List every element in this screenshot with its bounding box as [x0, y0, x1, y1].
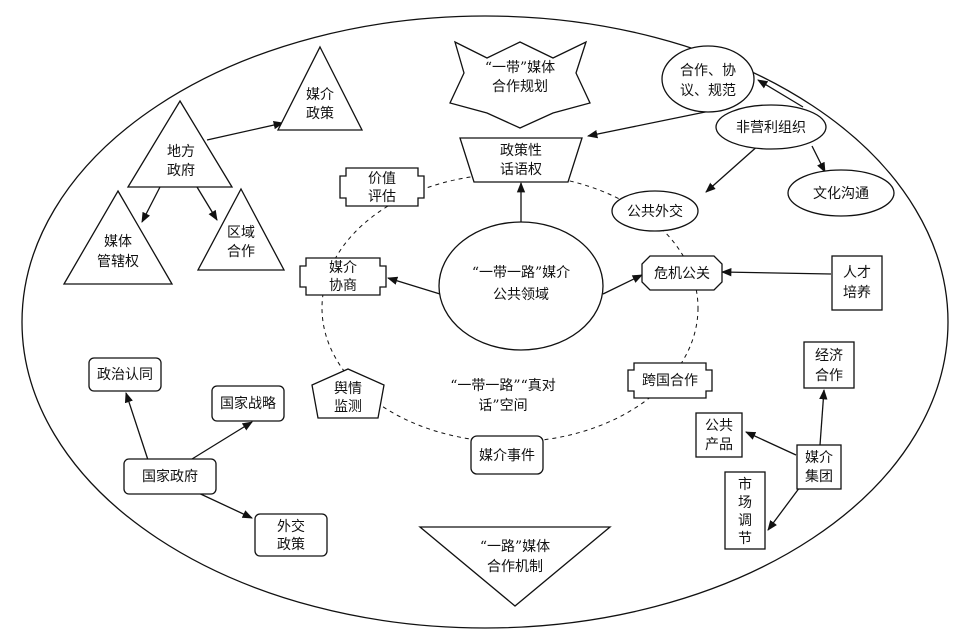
arrow-media-group-to-economic-coop: [819, 388, 828, 446]
market-adjust-char-2: 场: [738, 495, 752, 511]
nonprofit-label: 非营利组织: [736, 120, 806, 136]
core-ellipse: “一带一路”媒介 公共领域: [438, 221, 604, 351]
arrow-media-group-to-market-adjust: [767, 486, 801, 531]
media-policy-triangle: 媒介 政策: [276, 45, 364, 131]
opinion-monitor-pentagon: 舆情 监测: [311, 368, 385, 419]
discourse-line-2: 话语权: [500, 162, 542, 178]
media-jurisdiction-triangle: 媒体 管辖权: [62, 189, 174, 285]
road-mechanism-line-2: 合作机制: [487, 559, 543, 575]
foreign-policy-line-2: 政策: [277, 536, 305, 553]
arrow-national-gov-to-foreign-policy: [191, 489, 253, 519]
culture-comm-ellipse: 文化沟通: [787, 169, 895, 217]
arrow-local-gov-to-media-jurisdiction: [141, 186, 161, 223]
foreign-policy-box: 外交 政策: [254, 513, 328, 557]
nonprofit-ellipse: 非营利组织: [715, 104, 827, 150]
arrow-local-gov-to-media-policy: [206, 120, 285, 141]
crisis-pr-label: 危机公关: [654, 266, 710, 282]
opinion-monitor-line-1: 舆情: [334, 381, 362, 397]
national-strategy-label: 国家战略: [220, 395, 276, 412]
cross-coop-label: 跨国合作: [642, 373, 698, 389]
road-mechanism-triangle: “一路”媒体 合作机制: [418, 526, 612, 607]
arrow-local-gov-to-regional-coop: [196, 186, 218, 221]
regional-coop-line-2: 合作: [227, 244, 255, 260]
media-policy-line-1: 媒介: [306, 87, 334, 103]
arrow-national-gov-to-national-strategy: [191, 421, 253, 460]
market-adjust-char-3: 调: [738, 513, 752, 529]
media-group-line-1: 媒介: [805, 450, 833, 466]
value-eval-line-2: 评估: [368, 189, 396, 205]
coop-agree-line-2: 议、规范: [680, 82, 736, 99]
national-strategy-box: 国家战略: [211, 385, 285, 422]
arrow-nonprofit-to-discourse: [586, 109, 716, 139]
local-gov-triangle: 地方 政府: [126, 99, 234, 188]
media-consult-line-2: 协商: [329, 278, 357, 294]
connectors: [124, 79, 832, 531]
political-identity-box: 政治认同: [88, 357, 162, 392]
media-group-box: 媒介 集团: [796, 444, 842, 490]
crisis-pr-box: 危机公关: [641, 255, 723, 291]
national-gov-label: 国家政府: [142, 468, 198, 485]
ring-label-line-2: 话”空间: [478, 398, 527, 414]
discourse-trapezoid: 政策性 话语权: [459, 137, 583, 183]
arrow-nonprofit-to-public-diplomacy: [705, 143, 761, 193]
media-policy-line-2: 政策: [306, 105, 334, 122]
market-adjust-char-4: 节: [738, 531, 752, 547]
public-diplomacy-ellipse: 公共外交: [611, 190, 699, 232]
belt-plan-line-1: “一带”媒体: [485, 60, 555, 76]
talent-box: 人才 培养: [831, 255, 883, 311]
economic-coop-box: 经济 合作: [803, 341, 855, 389]
talent-line-2: 培养: [843, 285, 871, 301]
value-eval-line-1: 价值: [368, 171, 396, 187]
arrow-national-gov-to-political-identity: [124, 392, 149, 461]
media-consult-box: 媒介 协商: [299, 257, 387, 296]
coop-agree-line-1: 合作、协: [680, 63, 736, 79]
arrow-talent-to-crisis-pr: [720, 268, 832, 277]
arrow-media-group-to-public-product: [745, 431, 797, 456]
regional-coop-line-1: 区域: [227, 225, 255, 241]
economic-coop-line-1: 经济: [815, 348, 843, 364]
core-line-1: “一带一路”媒介: [472, 265, 570, 281]
political-identity-label: 政治认同: [97, 367, 153, 383]
arrow-core-to-media-consult: [387, 276, 441, 295]
media-jurisdiction-line-1: 媒体: [104, 234, 132, 250]
market-adjust-char-1: 市: [738, 476, 752, 493]
public-product-line-2: 产品: [705, 437, 733, 453]
local-gov-line-2: 政府: [167, 163, 195, 179]
culture-comm-label: 文化沟通: [813, 186, 869, 202]
national-gov-box: 国家政府: [123, 458, 217, 495]
belt-plan-star: “一带”媒体 合作规划: [449, 40, 591, 129]
regional-coop-triangle: 区域 合作: [196, 187, 286, 271]
discourse-line-1: 政策性: [500, 142, 542, 159]
belt-plan-line-2: 合作规划: [492, 79, 548, 95]
public-product-line-1: 公共: [705, 418, 733, 434]
media-group-line-2: 集团: [805, 468, 833, 485]
local-gov-line-1: 地方: [167, 144, 195, 160]
road-mechanism-line-1: “一路”媒体: [480, 539, 550, 555]
foreign-policy-line-1: 外交: [277, 518, 305, 535]
core-line-2: 公共领域: [493, 287, 549, 303]
opinion-monitor-line-2: 监测: [334, 399, 362, 415]
market-adjust-box: 市 场 调 节: [724, 471, 766, 550]
ring-label-line-1: “一带一路”“真对: [450, 378, 555, 394]
cross-coop-box: 跨国合作: [627, 362, 713, 399]
value-eval-box: 价值 评估: [339, 167, 425, 207]
media-consult-line-1: 媒介: [329, 260, 357, 276]
arrow-nonprofit-to-culture-comm: [811, 145, 826, 173]
public-product-box: 公共 产品: [695, 412, 743, 458]
media-jurisdiction-line-2: 管辖权: [97, 254, 139, 270]
economic-coop-line-2: 合作: [815, 368, 843, 384]
coop-agree-ellipse: 合作、协 议、规范: [661, 45, 755, 113]
media-event-box: 媒介事件: [470, 435, 544, 475]
talent-line-1: 人才: [843, 265, 871, 281]
media-event-label: 媒介事件: [479, 448, 535, 464]
arrow-core-to-crisis-pr: [602, 274, 643, 295]
public-diplomacy-label: 公共外交: [627, 203, 683, 220]
arrow-nonprofit-to-coop-agree: [757, 79, 804, 108]
